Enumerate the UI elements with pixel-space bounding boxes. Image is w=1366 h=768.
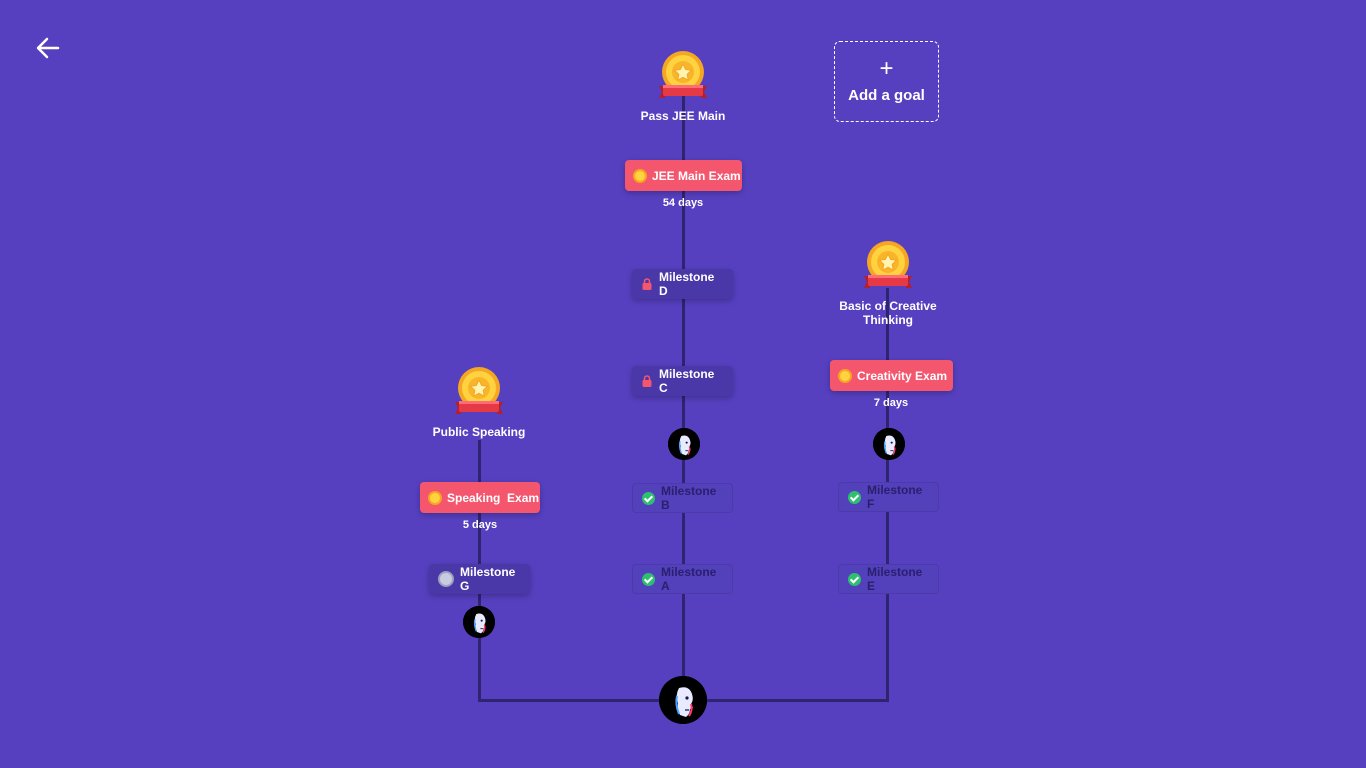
milestone-f[interactable]: Milestone F (838, 482, 939, 512)
exam-label: Creativity Exam (857, 368, 948, 383)
milestone-label: Milestone A (661, 565, 717, 593)
coin-icon (428, 490, 442, 505)
exam-button-creativity[interactable]: Creativity Exam (830, 360, 953, 391)
check-icon (642, 491, 655, 505)
milestone-g[interactable]: Milestone G (429, 564, 530, 594)
lock-icon (641, 278, 653, 290)
avatar (668, 428, 700, 460)
path-line-jee (682, 96, 685, 702)
trophy-medal-icon[interactable] (451, 366, 507, 418)
milestone-e[interactable]: Milestone E (838, 564, 939, 594)
check-icon (642, 572, 655, 586)
milestone-c[interactable]: Milestone C (632, 366, 733, 396)
progress-dot-icon (438, 571, 454, 587)
milestone-label: Milestone G (460, 565, 516, 593)
exam-label: JEE Main Exam (652, 168, 741, 183)
milestone-d[interactable]: Milestone D (632, 269, 733, 299)
exam-button-jee[interactable]: JEE Main Exam (625, 160, 742, 191)
exam-days-remaining: 5 days (462, 519, 498, 531)
exam-days-remaining: 54 days (662, 197, 704, 209)
exam-button-speaking[interactable]: Speaking Exam (420, 482, 540, 513)
milestone-label: Milestone F (867, 483, 923, 511)
exam-label: Speaking Exam (447, 490, 540, 505)
arrow-left-icon (36, 37, 60, 59)
avatar (873, 428, 905, 460)
trophy-medal-icon[interactable] (655, 50, 711, 102)
trophy-medal-icon[interactable] (860, 240, 916, 292)
coin-icon (633, 168, 647, 183)
coin-icon (838, 368, 852, 383)
check-icon (848, 490, 861, 504)
milestone-label: Milestone D (659, 270, 715, 298)
lock-icon (641, 375, 653, 387)
add-goal-button[interactable]: + Add a goal (834, 41, 939, 122)
add-goal-label: Add a goal (848, 87, 925, 104)
avatar (463, 606, 495, 638)
plus-icon: + (879, 55, 894, 82)
milestone-label: Milestone B (661, 484, 717, 512)
goal-title-public-speaking: Public Speaking (432, 425, 526, 439)
user-avatar-root[interactable] (659, 676, 707, 724)
exam-days-remaining: 7 days (873, 397, 909, 409)
goal-title-jee: Pass JEE Main (640, 109, 726, 123)
check-icon (848, 572, 861, 586)
milestone-b[interactable]: Milestone B (632, 483, 733, 513)
milestone-label: Milestone E (867, 565, 923, 593)
goal-title-creative: Basic of Creative Thinking (839, 299, 937, 327)
milestone-label: Milestone C (659, 367, 715, 395)
milestone-a[interactable]: Milestone A (632, 564, 733, 594)
back-button[interactable] (34, 34, 62, 62)
